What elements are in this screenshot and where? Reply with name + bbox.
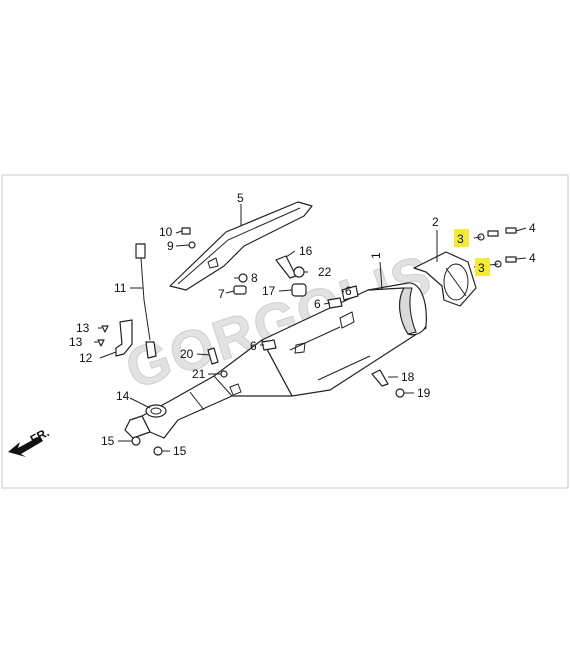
callout-16: 16 (299, 244, 313, 258)
callout-21: 21 (192, 367, 206, 381)
callout-2: 2 (432, 215, 439, 229)
callout-13-lower: 13 (69, 335, 83, 349)
callout-6-lower: 6 (250, 339, 257, 353)
highlight-part-3-lower (475, 258, 490, 276)
callout-6-upper: 6 (345, 284, 352, 298)
callout-11: 11 (114, 281, 127, 295)
callout-8: 8 (251, 271, 258, 285)
callout-18: 18 (401, 370, 415, 384)
callout-12: 12 (79, 351, 93, 365)
callout-14: 14 (116, 389, 130, 403)
oxygen-sensor-part (135, 243, 157, 359)
arrow-icon (8, 436, 43, 457)
callout-labels: 1 2 3 3 4 4 5 6 6 6 7 8 9 10 11 12 13 13… (69, 191, 536, 458)
callout-19: 19 (417, 386, 431, 400)
callout-7: 7 (218, 287, 225, 301)
diagram-frame (1, 174, 569, 489)
muffler-part (261, 282, 427, 397)
callout-1: 1 (369, 252, 383, 259)
front-direction-indicator: FR. (8, 425, 51, 457)
exhaust-pipe-part (124, 339, 293, 439)
heat-shield-part (169, 201, 313, 291)
sensor-bracket-part (115, 319, 133, 357)
highlight-part-3-upper (454, 229, 469, 247)
callout-15-left: 15 (101, 434, 115, 448)
callout-10: 10 (159, 225, 173, 239)
callout-5: 5 (237, 191, 244, 205)
callout-4-lower: 4 (529, 251, 536, 265)
callout-22: 22 (318, 265, 332, 279)
callout-9: 9 (167, 239, 174, 253)
end-cap-protector-part (413, 251, 477, 307)
callout-3-lower: 3 (478, 261, 485, 275)
callout-15-right: 15 (173, 444, 187, 458)
callout-6-middle: 6 (314, 297, 321, 311)
callout-4-upper: 4 (529, 221, 536, 235)
callout-17: 17 (262, 284, 276, 298)
callout-3-upper: 3 (457, 232, 464, 246)
callout-13-upper: 13 (76, 321, 90, 335)
callout-20: 20 (180, 347, 194, 361)
